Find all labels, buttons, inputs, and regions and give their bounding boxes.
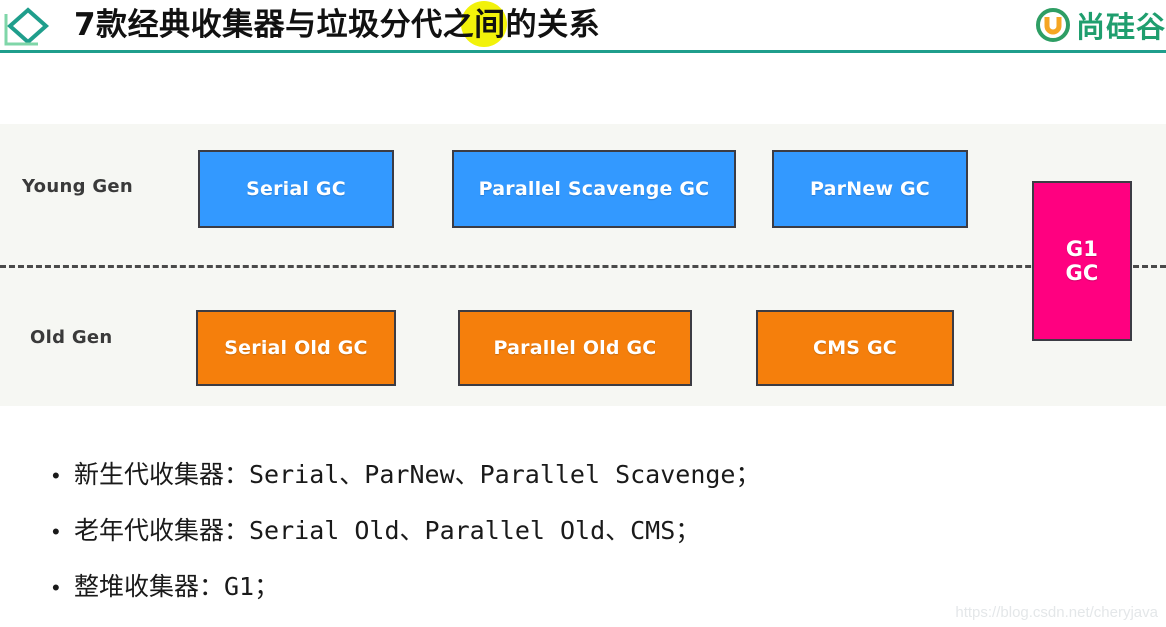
list-item: • 整堆收集器：G1； xyxy=(0,567,1166,623)
gc-box-parnew[interactable]: ParNew GC xyxy=(772,150,968,228)
header-divider-rule xyxy=(0,50,1166,53)
bullet-marker-icon: • xyxy=(52,575,60,600)
gc-box-serial[interactable]: Serial GC xyxy=(198,150,394,228)
list-item: • 老年代收集器：Serial Old、Parallel Old、CMS； xyxy=(0,511,1166,567)
bullet-marker-icon: • xyxy=(52,519,60,544)
list-item: • 新生代收集器：Serial、ParNew、Parallel Scavenge… xyxy=(0,455,1166,511)
gc-box-parallel-scavenge[interactable]: Parallel Scavenge GC xyxy=(452,150,736,228)
brand-name: 尚硅谷 xyxy=(1075,10,1166,44)
generation-divider xyxy=(0,265,1166,268)
old-gen-label: Old Gen xyxy=(30,327,113,348)
brand-logo: 尚硅谷 xyxy=(1035,4,1166,46)
bullet-text-old-gen: 老年代收集器：Serial Old、Parallel Old、CMS； xyxy=(74,516,701,545)
gc-box-parallel-old[interactable]: Parallel Old GC xyxy=(458,310,692,386)
gc-collectors-diagram: Young Gen Old Gen Serial GC Parallel Sca… xyxy=(0,124,1166,406)
diamond-outline-icon xyxy=(2,4,60,48)
page-title: 7款经典收集器与垃圾分代之间的关系 xyxy=(74,7,601,43)
young-gen-label: Young Gen xyxy=(22,176,134,197)
watermark: https://blog.csdn.net/cheryjava xyxy=(955,604,1158,621)
slide-header: 7款经典收集器与垃圾分代之间的关系 尚硅谷 xyxy=(0,0,1166,53)
summary-bullet-list: • 新生代收集器：Serial、ParNew、Parallel Scavenge… xyxy=(0,455,1166,623)
title-highlight-marker xyxy=(461,1,507,47)
gc-box-cms[interactable]: CMS GC xyxy=(756,310,954,386)
shangguigu-u-logo-icon xyxy=(1035,8,1070,42)
gc-box-g1-line1: G1 xyxy=(1065,236,1099,261)
gc-box-g1[interactable]: G1 GC xyxy=(1032,181,1132,341)
bullet-text-young-gen: 新生代收集器：Serial、ParNew、Parallel Scavenge； xyxy=(74,460,761,489)
bullet-marker-icon: • xyxy=(52,463,60,488)
gc-box-g1-line2: GC xyxy=(1065,261,1099,285)
gc-box-serial-old[interactable]: Serial Old GC xyxy=(196,310,396,386)
bullet-text-whole-heap: 整堆收集器：G1； xyxy=(74,572,280,601)
